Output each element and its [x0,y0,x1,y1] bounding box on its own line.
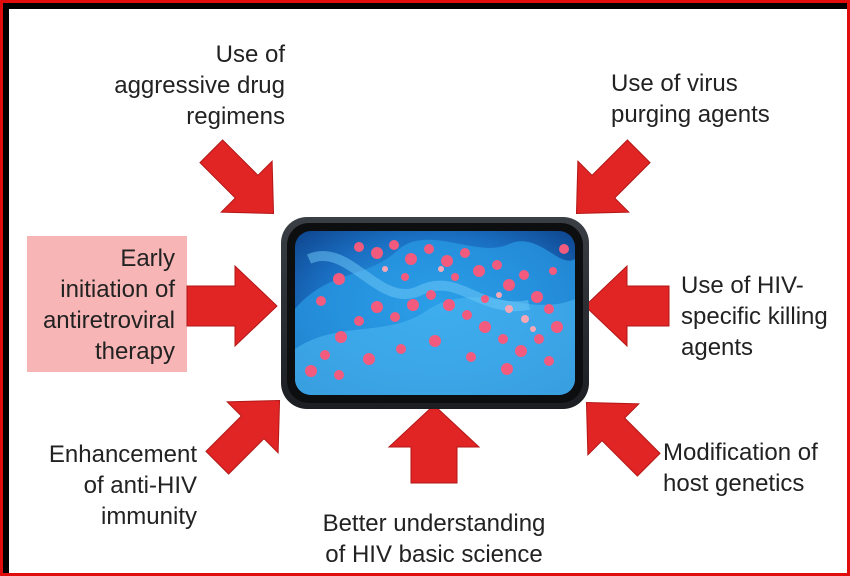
label-bottom-right: Modification of host genetics [663,437,818,499]
label-top-left: Use of aggressive drug regimens [114,39,285,132]
arrow-bottom-left [205,399,281,475]
highlight-box [27,236,187,372]
label-right: Use of HIV- specific killing agents [681,270,828,363]
arrow-bottom [387,404,481,484]
label-bottom: Better understanding of HIV basic scienc… [299,508,569,570]
arrow-top-left [199,139,275,215]
label-line: purging agents [611,101,770,128]
label-line: Early [120,245,175,272]
label-line: Use of HIV- [681,272,804,299]
label-line: Use of virus [611,70,738,97]
label-line: antiretroviral [42,307,175,334]
arrow-left [186,264,278,348]
diagram-graphics [186,139,670,484]
label-line: of HIV basic science [325,541,543,568]
label-line: host genetics [663,470,805,497]
label-line: Better understanding [322,510,546,537]
label-left: Early initiation of antiretroviral thera… [43,243,175,367]
label-line: agents [681,334,754,361]
label-top-right: Use of virus purging agents [611,68,770,130]
label-line: Use of [215,41,285,68]
label-bottom-left: Enhancement of anti-HIV immunity [49,439,197,532]
label-line: of anti-HIV [83,472,197,499]
label-line: aggressive drug [114,72,285,99]
label-line: initiation of [60,276,175,303]
arrow-bottom-right [585,401,661,477]
hiv-virus-micrograph-icon [281,217,589,409]
label-line: Modification of [663,439,818,466]
label-line: Enhancement [48,441,197,468]
label-line: regimens [186,103,285,130]
label-line: immunity [100,503,197,530]
arrow-top-right [575,139,651,215]
arrow-right [584,264,670,348]
label-line: specific killing [681,303,828,330]
diagram-panel: Use of aggressive drug regimens Use of v… [9,9,847,573]
label-line: therapy [94,338,175,365]
